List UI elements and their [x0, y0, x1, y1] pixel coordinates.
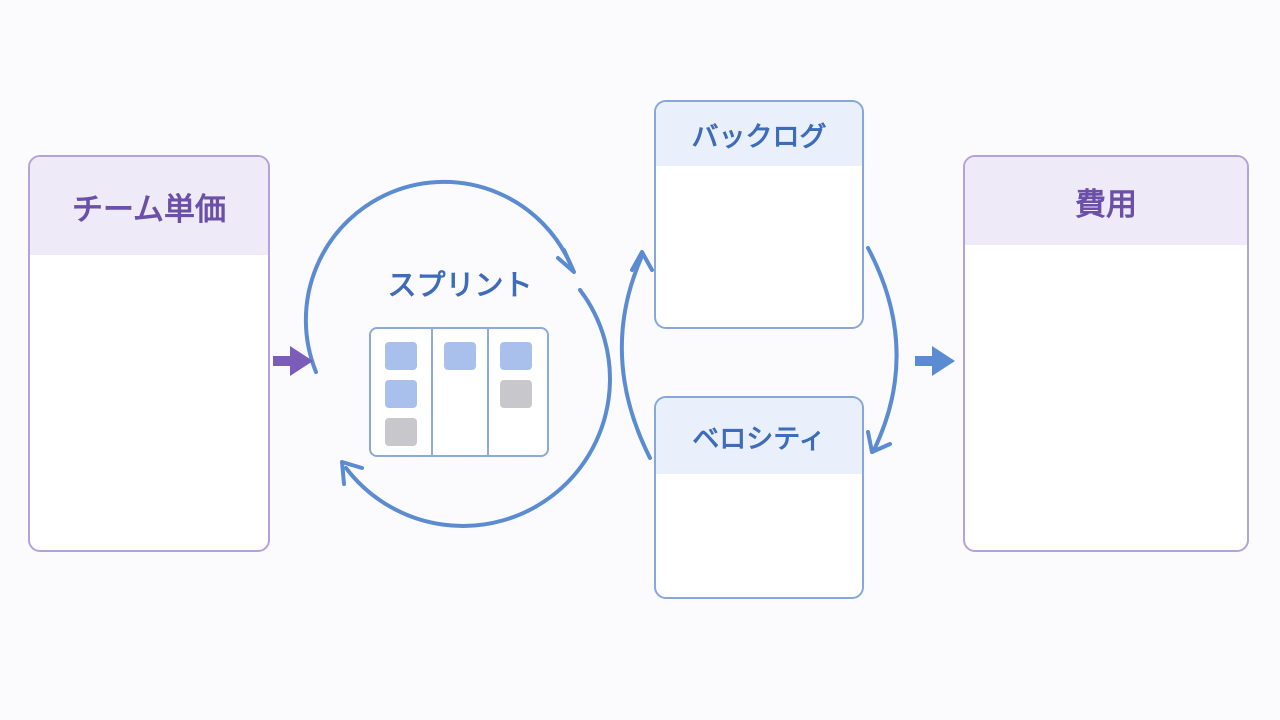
team-rate-title: チーム単価 [30, 157, 268, 255]
sprint-card [444, 342, 476, 370]
sprint-board [369, 327, 549, 457]
arc-backlog-to-velocity-arrowhead [866, 430, 892, 454]
backlog-title: バックログ [656, 102, 862, 166]
sprint-title: スプリント [387, 268, 533, 302]
arc-backlog-to-velocity [866, 246, 899, 452]
velocity-card: ベロシティ [654, 396, 864, 599]
cost-card: 費用 [963, 155, 1249, 552]
sprint-cycle-arc-bottom [344, 288, 612, 528]
team-rate-card: チーム単価 [28, 155, 270, 552]
sprint-cycle-arrowhead-bottom [340, 460, 364, 486]
sprint-cycle-arrowhead-top [556, 248, 576, 274]
velocity-title: ベロシティ [656, 398, 862, 474]
sprint-cycle-arc-top [303, 179, 574, 374]
sprint-card [500, 342, 532, 370]
sprint-card [385, 380, 417, 408]
flow-arrow-team-to-sprint [273, 346, 313, 376]
arc-velocity-to-backlog [619, 254, 652, 460]
sprint-card [385, 342, 417, 370]
flow-arrow-to-cost [915, 346, 955, 376]
arc-velocity-to-backlog-arrowhead [630, 250, 654, 272]
cost-title: 費用 [965, 157, 1247, 245]
sprint-card [385, 418, 417, 446]
sprint-card [500, 380, 532, 408]
backlog-card: バックログ [654, 100, 864, 329]
